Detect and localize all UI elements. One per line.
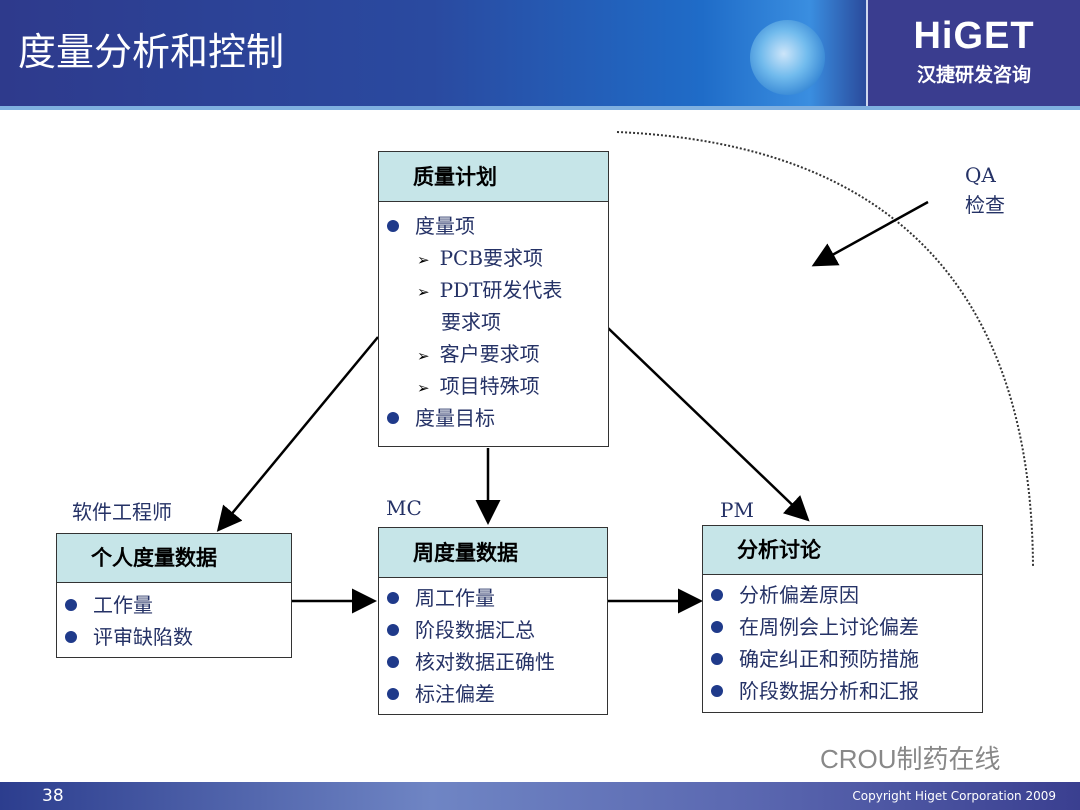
list-item: 评审缺陷数 [57, 621, 291, 653]
list-item: 周工作量 [379, 582, 607, 614]
slide-footer: 38 Copyright Higet Corporation 2009 [0, 782, 1080, 810]
list-item: ➢ PDT研发代表 [379, 274, 608, 306]
bullet-icon [711, 653, 723, 665]
list-item: 核对数据正确性 [379, 646, 607, 678]
box-title: 质量计划 [379, 152, 608, 202]
list-item: 阶段数据分析和汇报 [703, 675, 982, 707]
higet-logo: HiGET 汉捷研发咨询 [866, 0, 1080, 108]
arc-dotted [616, 131, 1034, 567]
arrow-bullet-icon: ➢ [417, 347, 430, 365]
list-item: 确定纠正和预防措施 [703, 643, 982, 675]
qa-label: QA 检查 [965, 160, 1005, 220]
slide-header: 度量分析和控制 HiGET 汉捷研发咨询 [0, 0, 1080, 110]
box-title: 周度量数据 [379, 528, 607, 578]
bullet-icon [711, 589, 723, 601]
watermark: CROU制药在线 [820, 744, 1001, 774]
item-text: PDT研发代表 [439, 278, 563, 302]
role-label-pm: PM [720, 498, 754, 522]
item-text: 要求项 [441, 310, 501, 334]
item-text: 周工作量 [415, 586, 495, 610]
list-item: ➢ 项目特殊项 [379, 370, 608, 402]
arrow-bullet-icon: ➢ [417, 283, 430, 301]
copyright: Copyright Higet Corporation 2009 [852, 789, 1056, 803]
arrow-bullet-icon: ➢ [417, 379, 430, 397]
item-text: 在周例会上讨论偏差 [739, 615, 919, 639]
slide-title: 度量分析和控制 [18, 30, 285, 74]
list-item: 在周例会上讨论偏差 [703, 611, 982, 643]
item-text: 项目特殊项 [439, 374, 540, 398]
plan-list: 度量项 ➢ PCB要求项 ➢ PDT研发代表要求项 ➢ 客户要求项 ➢ 项目特殊项度量目标 [379, 210, 608, 434]
item-text: PCB要求项 [439, 246, 544, 270]
qa-line2: 检查 [965, 193, 1005, 217]
role-label-mc: MC [386, 496, 422, 520]
list-item: 要求项 [379, 306, 608, 338]
item-text: 阶段数据汇总 [415, 618, 535, 642]
box-title: 分析讨论 [703, 526, 982, 575]
bullet-icon [387, 412, 399, 424]
item-text: 客户要求项 [439, 342, 540, 366]
list-item: 度量项 [379, 210, 608, 242]
weekly-list: 周工作量阶段数据汇总核对数据正确性标注偏差 [379, 582, 607, 710]
bullet-icon [387, 592, 399, 604]
item-text: 分析偏差原因 [739, 583, 859, 607]
arrow-bullet-icon: ➢ [417, 251, 430, 269]
qa-line1: QA [965, 163, 996, 187]
bullet-icon [387, 220, 399, 232]
list-item: 阶段数据汇总 [379, 614, 607, 646]
bullet-icon [387, 624, 399, 636]
item-text: 核对数据正确性 [415, 650, 555, 674]
bullet-icon [711, 685, 723, 697]
arrow-qa-check [811, 200, 929, 267]
item-text: 确定纠正和预防措施 [739, 647, 919, 671]
list-item: 度量目标 [379, 402, 608, 434]
personal-data-box: 个人度量数据 工作量评审缺陷数 [56, 533, 292, 658]
list-item: 工作量 [57, 589, 291, 621]
bullet-icon [65, 631, 77, 643]
globe-graphic [750, 20, 825, 95]
list-item: 标注偏差 [379, 678, 607, 710]
item-text: 度量项 [415, 214, 475, 238]
arrow-plan-to-personal [216, 336, 379, 532]
bullet-icon [711, 621, 723, 633]
arrow-plan-to-analysis [607, 327, 810, 522]
list-item: ➢ 客户要求项 [379, 338, 608, 370]
role-label-engineer: 软件工程师 [72, 500, 172, 524]
list-item: 分析偏差原因 [703, 579, 982, 611]
logo-main: HiGET [913, 15, 1035, 57]
item-text: 工作量 [93, 593, 153, 617]
bullet-icon [387, 656, 399, 668]
box-title: 个人度量数据 [57, 534, 291, 583]
logo-sub: 汉捷研发咨询 [916, 64, 1031, 86]
analysis-list: 分析偏差原因在周例会上讨论偏差确定纠正和预防措施阶段数据分析和汇报 [703, 579, 982, 707]
header-divider [0, 106, 1080, 110]
personal-list: 工作量评审缺陷数 [57, 589, 291, 653]
item-text: 标注偏差 [415, 682, 495, 706]
page-number: 38 [42, 786, 64, 806]
quality-plan-box: 质量计划 度量项➢PCB要求项➢PDT研发代表要求项➢客户要求项➢项目特殊项度量… [378, 151, 609, 447]
item-text: 阶段数据分析和汇报 [739, 679, 919, 703]
weekly-data-box: 周度量数据 周工作量阶段数据汇总核对数据正确性标注偏差 [378, 527, 608, 715]
analysis-box: 分析讨论 分析偏差原因在周例会上讨论偏差确定纠正和预防措施阶段数据分析和汇报 [702, 525, 983, 713]
bullet-icon [65, 599, 77, 611]
item-text: 评审缺陷数 [93, 625, 193, 649]
list-item: ➢ PCB要求项 [379, 242, 608, 274]
bullet-icon [387, 688, 399, 700]
item-text: 度量目标 [415, 406, 495, 430]
